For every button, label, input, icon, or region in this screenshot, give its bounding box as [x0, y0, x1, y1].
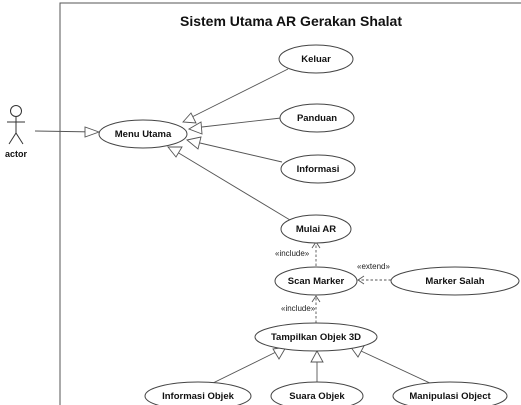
- svg-text:Keluar: Keluar: [301, 54, 331, 65]
- stereotype-include-1: «include»: [275, 249, 310, 258]
- generalization-arrowhead-mulai-ar: [167, 146, 183, 158]
- svg-text:Informasi Objek: Informasi Objek: [162, 391, 235, 402]
- svg-text:Informasi: Informasi: [297, 164, 340, 175]
- include-arrowhead-2: [311, 295, 321, 303]
- svg-text:Tampilkan Objek 3D: Tampilkan Objek 3D: [271, 332, 361, 343]
- use-case-tampilkan-objek-3d: Tampilkan Objek 3D: [254, 322, 378, 352]
- use-case-informasi-objek: Informasi Objek: [144, 381, 252, 405]
- association-arrowhead: [84, 126, 101, 138]
- use-case-panduan: Panduan: [279, 103, 355, 133]
- stereotype-extend: «extend»: [357, 262, 390, 271]
- svg-text:Scan Marker: Scan Marker: [288, 276, 345, 287]
- generalization-manipulasi-object: [360, 350, 433, 385]
- use-case-mulai-ar: Mulai AR: [280, 214, 352, 244]
- generalization-panduan: [201, 117, 282, 128]
- svg-text:Panduan: Panduan: [297, 113, 337, 124]
- svg-text:Menu Utama: Menu Utama: [115, 129, 172, 140]
- generalization-arrowhead-panduan: [187, 121, 203, 135]
- system-boundary: [59, 2, 521, 405]
- use-case-suara-objek: Suara Objek: [270, 381, 364, 405]
- generalization-informasi-objek: [212, 351, 277, 384]
- actor-label: actor: [5, 149, 28, 159]
- svg-text:Marker Salah: Marker Salah: [425, 276, 484, 287]
- generalization-mulai-ar: [176, 151, 291, 221]
- use-case-marker-salah: Marker Salah: [390, 266, 520, 296]
- svg-text:Suara Objek: Suara Objek: [289, 391, 345, 402]
- use-case-manipulasi-object: Manipulasi Object: [392, 381, 508, 405]
- stereotype-include-2: «include»: [281, 304, 316, 313]
- use-case-informasi: Informasi: [280, 154, 356, 184]
- extend-arrowhead: [357, 275, 365, 285]
- generalization-arrowhead-informasi: [185, 136, 202, 150]
- generalization-keluar: [185, 68, 289, 121]
- svg-text:Mulai AR: Mulai AR: [296, 224, 336, 235]
- use-case-scan-marker: Scan Marker: [274, 266, 358, 296]
- diagram-title: Sistem Utama AR Gerakan Shalat: [180, 13, 402, 29]
- use-case-menu-utama: Menu Utama: [98, 119, 188, 149]
- generalization-informasi: [199, 142, 283, 163]
- generalization-arrowhead-keluar: [182, 112, 197, 124]
- svg-text:Manipulasi Object: Manipulasi Object: [409, 391, 491, 402]
- generalization-arrowhead-suara-objek: [310, 350, 324, 363]
- actor-figure: [7, 105, 25, 145]
- use-case-keluar: Keluar: [278, 44, 354, 74]
